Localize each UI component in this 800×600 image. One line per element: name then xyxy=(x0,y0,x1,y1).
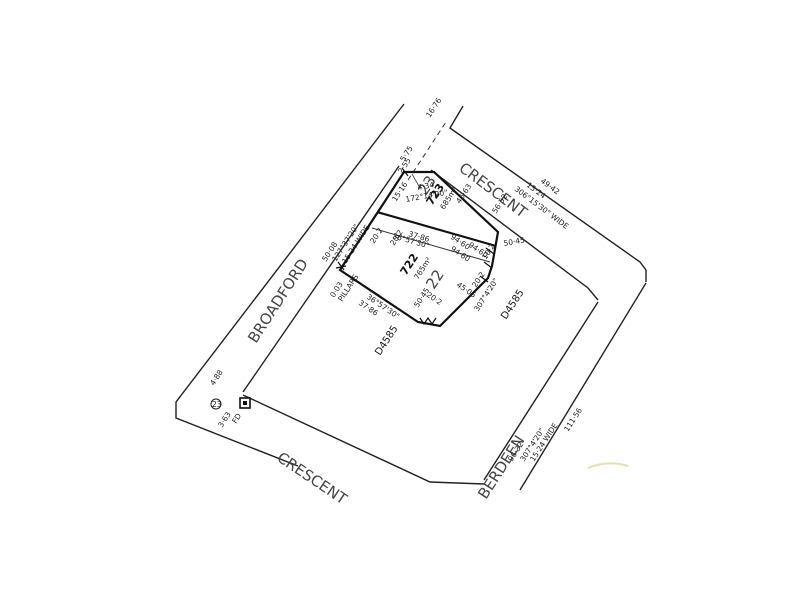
lot-boundary xyxy=(338,170,500,328)
crescent-top-outer-boundary xyxy=(449,105,647,282)
lot-division-line xyxy=(376,210,497,248)
fd-marker xyxy=(239,397,251,409)
corner-mark-left xyxy=(335,261,347,271)
top-dim: 16·76 xyxy=(424,96,443,119)
broadford-lower-boundary xyxy=(242,394,485,485)
aberdeen-outer-boundary xyxy=(519,282,647,491)
logo-mark xyxy=(587,462,629,469)
street-crescent-bottom: CRESCENT xyxy=(274,448,351,508)
crescent-top-inner-boundary xyxy=(430,169,599,301)
deposited-plan-right: D4585 xyxy=(499,288,526,322)
lot-division-thin xyxy=(371,227,491,263)
deposited-plan-left: D4585 xyxy=(373,324,400,358)
top-len: 4·34 xyxy=(417,180,435,192)
right-side-ticks xyxy=(479,247,495,283)
corner-mark-top xyxy=(401,167,409,177)
broadford-outer-boundary xyxy=(175,103,405,467)
bottom-ticks xyxy=(419,316,437,326)
right-e: 50·45 xyxy=(503,235,526,248)
survey-circle-mark xyxy=(210,398,222,410)
left-corner-a: 4·88 xyxy=(208,368,225,387)
fd-label: FD xyxy=(230,412,243,426)
aberdeen-inner-boundary xyxy=(483,301,599,481)
aberdeen-length-b: 111·56 xyxy=(562,406,584,433)
circle-mark-label: 23 xyxy=(212,400,222,409)
broadford-inner-boundary xyxy=(242,165,400,393)
leader-line xyxy=(411,173,421,189)
dashed-projection xyxy=(407,121,447,181)
